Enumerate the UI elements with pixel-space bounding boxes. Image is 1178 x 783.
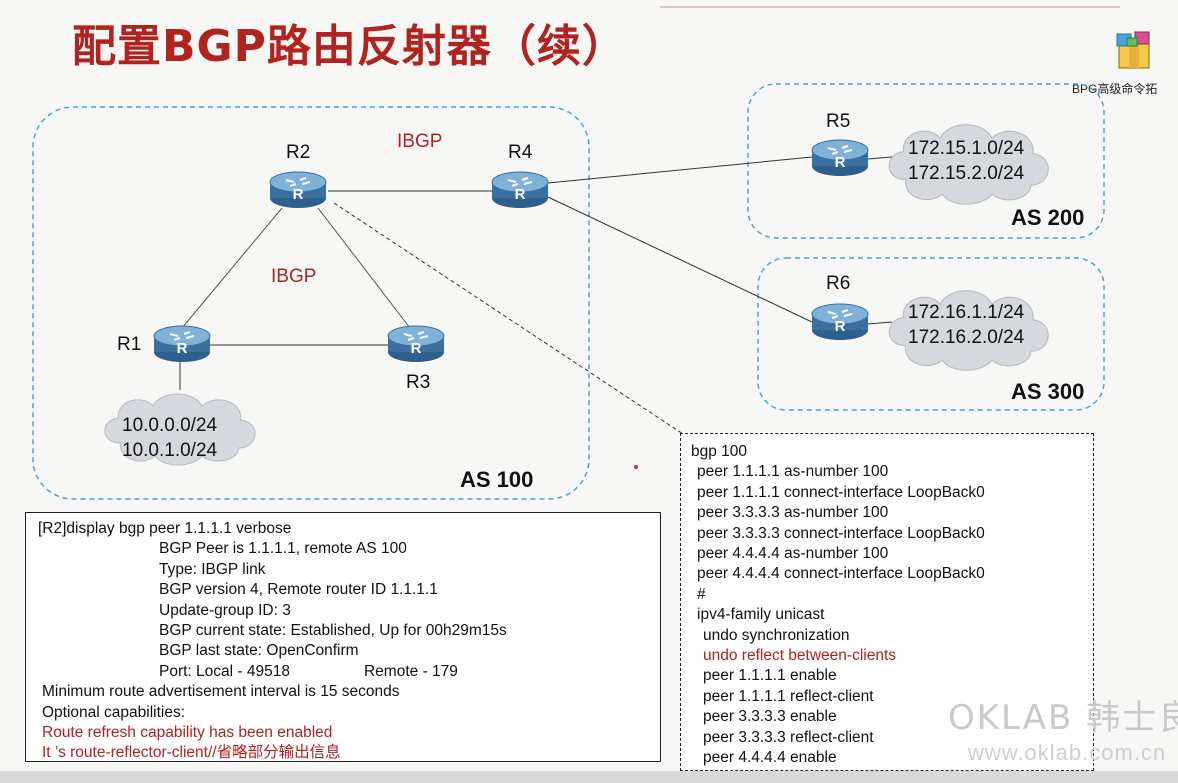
as300-boundary [757,257,1105,411]
router-label-r5: R5 [826,111,851,132]
archive-app-icon[interactable] [1115,30,1153,70]
output-line: Port: Local - 49518 Remote - 179 [38,662,660,682]
link-r4-r5 [547,156,813,184]
config-line: peer 4.4.4.4 enable [703,749,837,767]
config-line: peer 1.1.1.1 reflect-client [703,687,874,705]
config-line: peer 3.3.3.3 as-number 100 [697,504,889,522]
watermark-url: www.oklab.com.cn [968,740,1167,765]
top-decoration [660,0,1120,8]
network-prefix: 172.15.1.0/24 [908,138,1025,159]
as300-label: AS 300 [1011,379,1085,404]
network-prefix: 172.15.2.0/24 [908,163,1025,184]
router-r4[interactable] [491,171,549,209]
as100-boundary [32,106,590,500]
network-prefix: 10.0.1.0/24 [122,440,218,461]
network-list-r5: 172.15.1.0/24 172.15.2.0/24 [908,136,1024,186]
output-line: BGP last state: OpenConfirm [159,642,359,660]
config-line: peer 3.3.3.3 enable [703,708,837,726]
network-list-r1: 10.0.0.0/24 10.0.1.0/24 [122,413,217,463]
link-r6-cloud [867,321,893,325]
pointer-dot [634,465,638,469]
watermark-brand: OKLAB 韩士良 [948,698,1178,738]
output-line: BGP Peer is 1.1.1.1, remote AS 100 [159,540,407,558]
output-line: Minimum route advertisement interval is … [42,683,400,701]
output-line: BGP version 4, Remote router ID 1.1.1.1 [159,581,438,599]
config-line-highlight: undo reflect between-clients [703,647,897,665]
output-line: Update-group ID: 3 [159,601,291,619]
shortcut-label[interactable]: BPG高级命令拓 [1072,82,1158,96]
config-line: peer 1.1.1.1 enable [703,667,837,685]
link-r2-r3 [317,207,411,329]
config-line: peer 1.1.1.1 connect-interface LoopBack0 [697,483,985,501]
config-line: undo synchronization [703,626,850,644]
output-line-highlight: It ’s route-reflector-client//省略部分输出信息 [42,744,341,762]
network-prefix: 172.16.2.0/24 [908,327,1025,348]
as100-label: AS 100 [460,467,534,492]
link-r5-cloud [867,156,893,160]
ibgp-label-top: IBGP [397,131,443,152]
port-local: Port: Local - 49518 [159,662,290,680]
router-r2[interactable] [269,171,327,209]
config-line: bgp 100 [691,443,748,460]
config-line: peer 3.3.3.3 reflect-client [703,728,874,746]
output-line: BGP current state: Established, Up for 0… [159,622,507,640]
router-label-r1: R1 [117,334,142,355]
output-line: [R2]display bgp peer 1.1.1.1 verbose [38,520,292,537]
router-r3[interactable] [387,325,445,363]
network-prefix: 172.16.1.1/24 [908,302,1025,323]
ibgp-label-triangle: IBGP [271,266,317,287]
output-line: Type: IBGP link [159,560,266,578]
network-prefix: 10.0.0.0/24 [122,415,218,436]
link-r4-r6 [547,196,813,323]
router-label-r2: R2 [286,142,311,163]
as200-label: AS 200 [1011,205,1085,230]
config-line: peer 4.4.4.4 connect-interface LoopBack0 [697,565,985,583]
output-line-highlight: Route refresh capability has been enable… [42,724,333,742]
config-box: bgp 100 peer 1.1.1.1 as-number 100 peer … [680,433,1094,771]
config-line: peer 3.3.3.3 connect-interface LoopBack0 [697,524,985,542]
router-r5[interactable] [811,139,869,177]
router-r1[interactable] [153,325,211,363]
router-r6[interactable] [811,303,869,341]
port-remote: Remote - 179 [363,662,458,680]
display-output-box: [R2]display bgp peer 1.1.1.1 verbose BGP… [25,512,661,762]
router-label-r3: R3 [406,372,431,393]
bottom-bar [0,771,1178,783]
network-list-r6: 172.16.1.1/24 172.16.2.0/24 [908,300,1024,350]
router-label-r6: R6 [826,273,851,294]
config-line: peer 1.1.1.1 as-number 100 [697,463,889,481]
router-label-r4: R4 [508,142,533,163]
output-line: Optional capabilities: [42,703,186,721]
config-line: ipv4-family unicast [697,606,825,624]
config-line: # [697,585,706,603]
link-r2-r1 [181,207,283,329]
config-line: peer 4.4.4.4 as-number 100 [697,545,889,563]
callout-leader [333,202,687,437]
page-title: 配置BGP路由反射器（续） [72,21,627,72]
